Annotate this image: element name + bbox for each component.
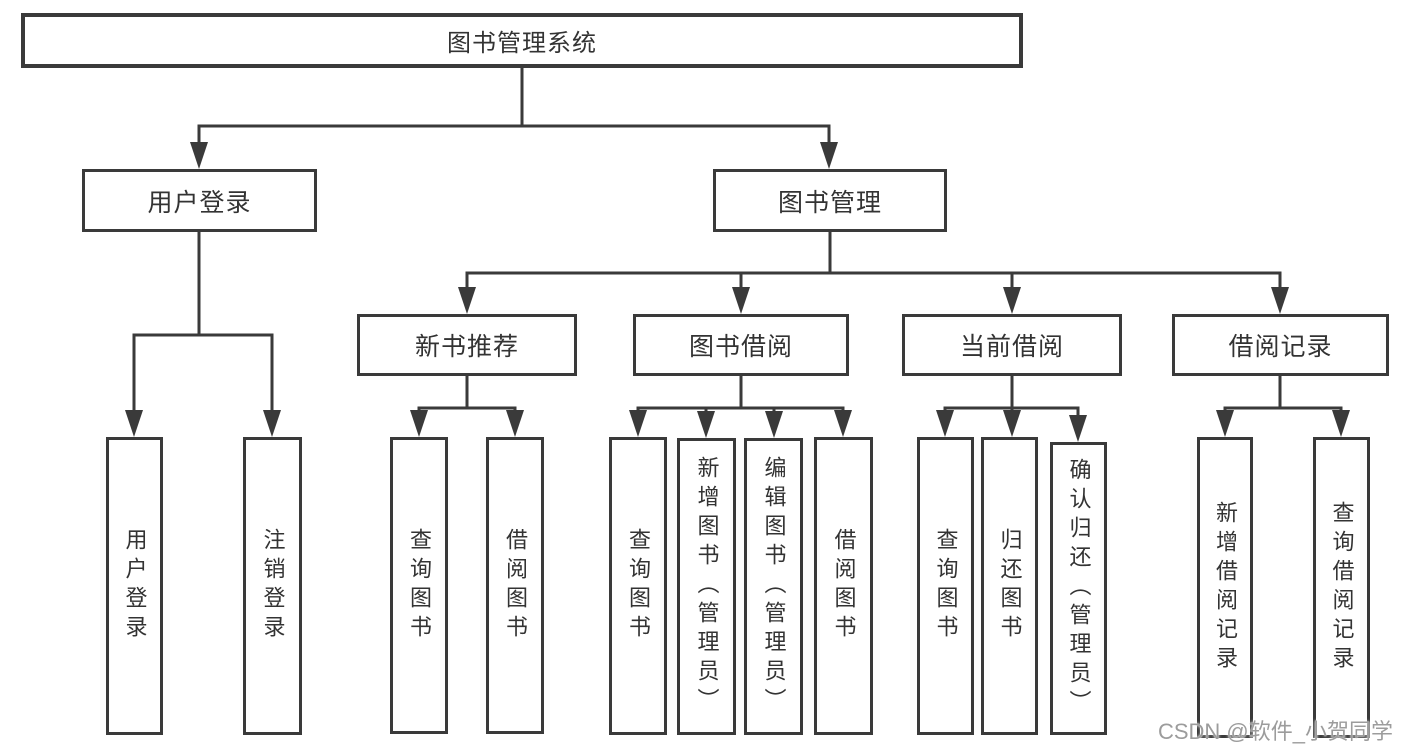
leaf-user-login: 用户登录 [106, 437, 163, 735]
leaf-query-borrow-record-label: 查询借阅记录 [1329, 500, 1355, 675]
node-book-management: 图书管理 [713, 169, 947, 232]
csdn-watermark: CSDN @软件_小贺同学 [1157, 719, 1393, 744]
leaf-add-borrow-record: 新增借阅记录 [1197, 437, 1253, 738]
leaf-query-borrow-record: 查询借阅记录 [1313, 437, 1370, 738]
leaf-logout-label: 注销登录 [260, 528, 286, 644]
leaf-query-books-borrowing: 查询图书 [609, 437, 667, 735]
node-borrowing-records: 借阅记录 [1172, 314, 1389, 376]
leaf-query-books-newrec-label: 查询图书 [407, 527, 432, 644]
leaf-logout: 注销登录 [243, 437, 302, 735]
node-user-login: 用户登录 [82, 169, 317, 232]
leaf-borrow-books-newrec-label: 借阅图书 [503, 527, 528, 644]
leaf-add-books-admin: 新增图书（管理员） [677, 438, 736, 735]
arrowheads [125, 142, 1350, 442]
node-library-management-system: 图书管理系统 [21, 13, 1023, 68]
leaf-query-books-current-label: 查询图书 [933, 528, 959, 644]
node-book-borrowing: 图书借阅 [633, 314, 849, 376]
leaf-borrow-books-borrowing: 借阅图书 [814, 437, 873, 735]
leaf-borrow-books-newrec: 借阅图书 [486, 437, 544, 734]
leaf-add-books-admin-label: 新增图书（管理员） [694, 456, 720, 717]
leaf-confirm-return-admin-label: 确认归还（管理员） [1066, 458, 1092, 719]
leaf-add-borrow-record-label: 新增借阅记录 [1213, 500, 1238, 675]
leaf-edit-books-admin: 编辑图书（管理员） [744, 438, 803, 735]
node-new-book-recommendation: 新书推荐 [357, 314, 577, 376]
leaf-edit-books-admin-label: 编辑图书（管理员） [761, 456, 787, 717]
node-current-borrowing: 当前借阅 [902, 314, 1122, 376]
leaf-query-books-borrowing-label: 查询图书 [626, 528, 651, 644]
leaf-confirm-return-admin: 确认归还（管理员） [1050, 442, 1107, 735]
leaf-query-books-current: 查询图书 [917, 437, 974, 735]
leaf-return-books-label: 归还图书 [997, 528, 1023, 644]
leaf-borrow-books-borrowing-label: 借阅图书 [831, 528, 857, 644]
leaf-user-login-label: 用户登录 [122, 528, 148, 644]
leaf-return-books: 归还图书 [981, 437, 1038, 735]
leaf-query-books-newrec: 查询图书 [390, 437, 448, 734]
